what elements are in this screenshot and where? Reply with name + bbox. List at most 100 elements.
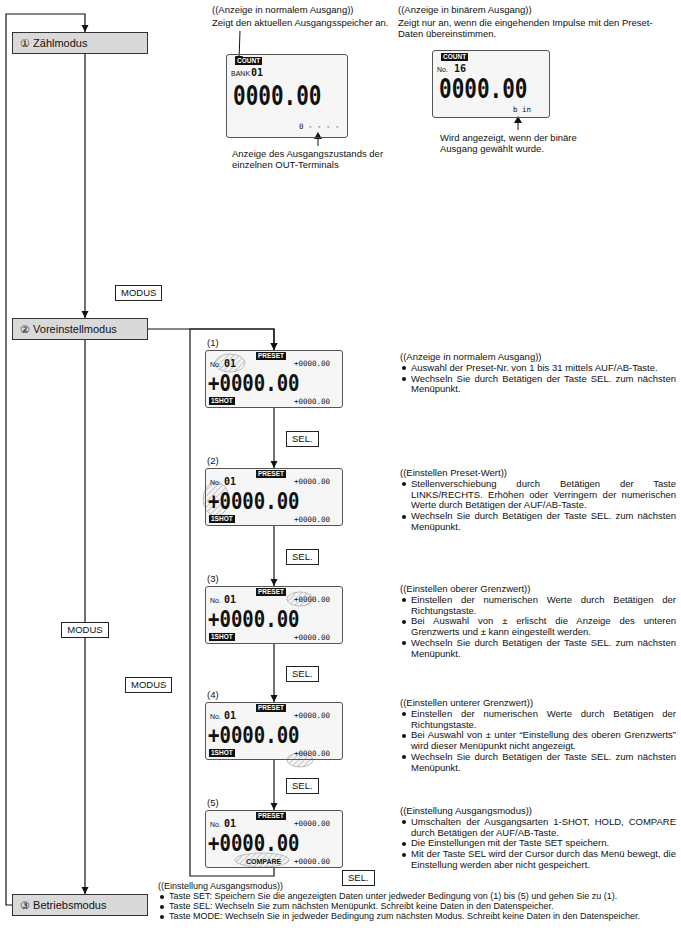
text-block: ((Einstellen unterer Grenzwert))Einstell… (400, 698, 676, 774)
lcd-text: PRESET (256, 812, 286, 820)
bullet-note: Einstellen der numerischen Werte durch B… (400, 709, 676, 731)
connector (84, 54, 85, 318)
lcd-text: 0 - - - - (299, 123, 340, 131)
lcd-text: +0000.00 (294, 750, 330, 758)
key-button: SEL. (286, 431, 319, 447)
lcd-text: +0000.00 (294, 398, 330, 406)
lcd-text: +0000.00 (208, 370, 300, 395)
lcd-text: +0000.00 (294, 360, 330, 368)
lcd-display: PRESETNo.01+0000.00+0000.001SHOT+0000.00 (205, 350, 343, 408)
arrowhead (271, 343, 278, 350)
bullet-note: Bei Auswahl von ± erlischt die Anzeige d… (400, 616, 676, 638)
lcd-text: COUNT (235, 57, 262, 65)
section-heading: ((Einstellen oberer Grenzwert)) (400, 584, 676, 595)
bullet-note: Auswahl der Preset-Nr. von 1 bis 31 mitt… (400, 363, 676, 374)
connector (84, 638, 85, 894)
lcd-text: 1SHOT (209, 397, 235, 405)
bullet-note: Taste SET: Speichern Sie die angezeigten… (158, 891, 676, 901)
leader-line (239, 31, 240, 60)
bullet-note: Wechseln Sie durch Betätigen der Taste S… (400, 638, 676, 660)
lcd-text: 1SHOT (209, 749, 235, 757)
connector (273, 408, 274, 468)
lcd-text: 0000.00 (439, 75, 528, 103)
annotation: ((Anzeige in normalem Ausgang)) (212, 4, 402, 15)
lcd-text: +0000.00 (294, 516, 330, 524)
key-button: SEL. (286, 666, 319, 682)
lcd-text: +0000.00 (294, 858, 330, 866)
lcd-text: 01 (224, 358, 236, 369)
lcd-text: 1SHOT (209, 633, 235, 641)
text-block: ((Einstellen oberer Grenzwert))Einstelle… (400, 584, 676, 660)
step-number: (4) (207, 689, 219, 700)
bullet-note: Umschalten der Ausgangsarten 1-SHOT, HOL… (400, 817, 676, 839)
lcd-display: COUNTNo.160000.00b in (432, 50, 550, 118)
lcd-text: 01 (224, 818, 236, 829)
arrowhead (271, 579, 278, 586)
section-heading: ((Einstellung Ausgangsmodus)) (400, 806, 676, 817)
bullet-note: Taste SEL: Wechseln Sie zum nächsten Men… (158, 901, 676, 911)
mode-label: ① Zählmodus (20, 37, 87, 49)
lcd-panel (205, 586, 343, 644)
arrowhead (271, 343, 278, 350)
connector (273, 644, 274, 702)
lcd-panel (205, 350, 343, 408)
bullet-note: Einstellen der numerischen Werte durch B… (400, 595, 676, 617)
arrowhead (271, 695, 278, 702)
blink-hatch (235, 853, 289, 867)
lcd-text: +0000.00 (208, 722, 300, 747)
section-heading: ((Anzeige in normalem Ausgang)) (400, 352, 676, 363)
lcd-text: 0000.00 (233, 82, 322, 110)
key-label: SEL. (292, 433, 313, 444)
mode-box: ② Voreinstellmodus (12, 318, 148, 340)
lcd-display: PRESETNo.01+0000.00+0000.001SHOT+0000.00 (205, 586, 343, 644)
bullet-note: Die Einstellungen mit der Taste SET spei… (400, 838, 676, 849)
lcd-text: PRESET (256, 470, 286, 478)
lcd-panel (205, 810, 343, 868)
key-button: SEL. (286, 778, 319, 794)
lcd-display: PRESETNo.01+0000.00+0000.00COMPARE+0000.… (205, 810, 343, 868)
connector (273, 526, 274, 586)
lcd-text: No. (210, 597, 221, 605)
connector (6, 14, 85, 905)
lcd-text: 01 (251, 67, 263, 78)
section-heading: ((Einstellen Preset-Wert)) (400, 468, 676, 479)
connector (190, 329, 274, 876)
bullet-note: Wechseln Sie durch Betätigen der Taste S… (400, 374, 676, 396)
arrowhead (82, 887, 89, 894)
lcd-text: COUNT (441, 53, 468, 61)
lcd-display: PRESETNo.01+0000.00+0000.001SHOT+0000.00 (205, 702, 343, 760)
lcd-text: b in (513, 106, 531, 114)
key-label: MODUS (131, 679, 166, 690)
annotation: ((Anzeige in binärem Ausgang)) (398, 4, 676, 15)
key-label: MODUS (121, 287, 156, 298)
key-button: MODUS (115, 285, 162, 301)
arrowhead (271, 803, 278, 810)
lcd-panel (226, 54, 348, 138)
annotation: Anzeige des Ausgangszustands der einzeln… (232, 148, 392, 170)
section-heading: ((Einstellung Ausgangsmodus)) (158, 881, 676, 891)
lcd-text: No. (437, 66, 448, 74)
connector (273, 760, 274, 810)
connector (84, 340, 85, 622)
lcd-text: 01 (224, 710, 236, 721)
key-label: SEL. (348, 872, 369, 883)
mode-label: ② Voreinstellmodus (20, 323, 117, 335)
key-label: SEL. (292, 780, 313, 791)
annotation: Zeigt nur an, wenn die eingehenden Impul… (398, 17, 676, 39)
annotation: Zeigt den aktuellen Ausgangsspeicher an. (212, 17, 402, 28)
key-button: SEL. (342, 870, 375, 886)
key-button: MODUS (125, 677, 172, 693)
lcd-panel (432, 50, 550, 118)
key-button: SEL. (286, 549, 319, 565)
text-block: ((Anzeige in normalem Ausgang))Auswahl d… (400, 352, 676, 395)
key-label: SEL. (292, 668, 313, 679)
lcd-text: +0000.00 (294, 634, 330, 642)
lcd-text: +0000.00 (208, 488, 300, 513)
bullet-note: Wechseln Sie durch Betätigen der Taste S… (400, 511, 676, 533)
lcd-text: No. (210, 821, 221, 829)
lcd-text: COMPARE (246, 858, 281, 866)
text-block: ((Einstellung Ausgangsmodus))Umschalten … (400, 806, 676, 871)
lcd-text: +0000.00 (208, 606, 300, 631)
